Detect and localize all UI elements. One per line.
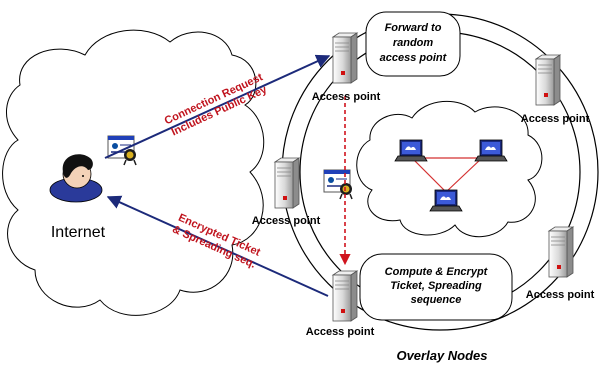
compute-callout <box>359 253 513 321</box>
access-point-bottom-right-label: Access point <box>526 289 595 301</box>
internet-label: Internet <box>51 224 106 241</box>
access-point-bottom-right-server-icon <box>548 226 574 278</box>
link-left <box>411 157 447 193</box>
access-point-bottom-label: Access point <box>306 326 375 338</box>
access-point-bottom-server-icon <box>332 270 358 322</box>
access-point-top-label: Access point <box>312 91 381 103</box>
connection-request-arrow <box>104 54 331 159</box>
laptop-right-icon <box>474 139 508 162</box>
access-point-right-label: Access point <box>521 113 590 125</box>
access-point-left-label: Access point <box>252 215 321 227</box>
access-point-right-server-icon <box>535 54 561 106</box>
internet-cloud <box>2 29 265 316</box>
compute-text-line2: Ticket, Spreading <box>390 280 482 292</box>
encrypted-ticket-arrow <box>106 195 329 297</box>
forward-text-line2: random <box>393 37 434 49</box>
inner-cloud <box>356 100 543 238</box>
access-point-left-server-icon <box>274 157 300 209</box>
ticket-certificate-icon <box>323 169 353 200</box>
overlay-nodes-label: Overlay Nodes <box>396 348 487 363</box>
laptop-bottom-icon <box>429 189 463 212</box>
user-person-icon <box>49 154 103 203</box>
link-right <box>445 157 483 193</box>
compute-text-line1: Compute & Encrypt <box>385 266 489 278</box>
laptop-left-icon <box>394 139 428 162</box>
forward-callout <box>365 11 461 77</box>
forward-text-line1: Forward to <box>385 22 442 34</box>
compute-text-line3: sequence <box>411 294 462 306</box>
access-point-top-server-icon <box>332 32 358 84</box>
forward-text-line3: access point <box>380 52 448 64</box>
